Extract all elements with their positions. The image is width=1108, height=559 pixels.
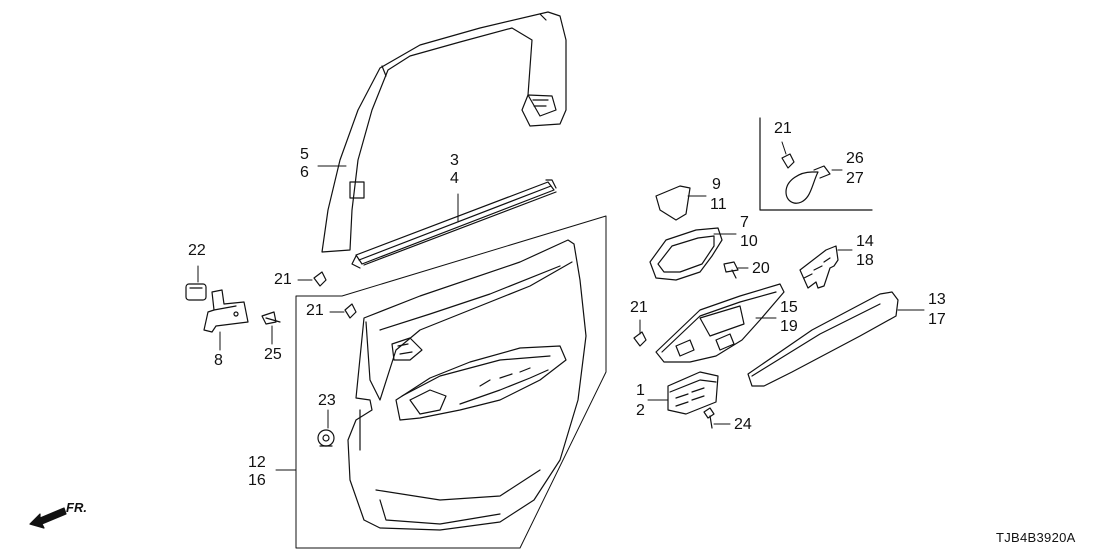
callout-18: 18 (856, 252, 874, 269)
part-15-19-switch-panel (656, 284, 784, 362)
callout-15: 15 (780, 299, 798, 316)
callout-13: 13 (928, 291, 946, 308)
callout-21-a: 21 (274, 271, 292, 288)
part-1-2-switch (668, 372, 718, 414)
callout-8: 8 (214, 352, 223, 369)
part-23-clip (318, 430, 334, 446)
callout-21-c: 21 (630, 299, 648, 316)
front-direction-label: FR. (66, 500, 87, 515)
part-26-27-harness (760, 118, 872, 210)
part-3-4-weatherstrip (352, 180, 556, 268)
callout-20: 20 (752, 260, 770, 277)
callout-23: 23 (318, 392, 336, 409)
part-21-clips (314, 154, 794, 346)
callout-1: 1 (636, 382, 645, 399)
callout-12: 12 (248, 454, 266, 471)
part-20-screw (724, 262, 738, 278)
part-8-bracket (204, 290, 248, 332)
callout-4: 4 (450, 170, 459, 187)
part-9-11-cap (656, 186, 690, 220)
part-5-6-sash-molding (322, 12, 566, 252)
part-13-17-armrest (748, 292, 898, 386)
part-22-cap (186, 284, 206, 300)
part-12-16-door-lining (348, 240, 586, 530)
callout-3: 3 (450, 152, 459, 169)
callout-24: 24 (734, 416, 752, 433)
callout-7: 7 (740, 214, 749, 231)
callout-22: 22 (188, 242, 206, 259)
callout-10: 10 (740, 233, 758, 250)
callout-14: 14 (856, 233, 874, 250)
callout-17: 17 (928, 311, 946, 328)
callout-16: 16 (248, 472, 266, 489)
callout-21-b: 21 (306, 302, 324, 319)
callout-11: 11 (710, 196, 727, 213)
callout-26: 26 (846, 150, 864, 167)
callout-25: 25 (264, 346, 282, 363)
part-25-screw (262, 312, 280, 324)
callout-2: 2 (636, 402, 645, 419)
callout-21-d: 21 (774, 120, 792, 137)
part-14-18-switch-bracket (800, 246, 838, 288)
front-direction-arrow-icon (30, 508, 66, 528)
callout-9: 9 (712, 176, 721, 193)
callout-19: 19 (780, 318, 798, 335)
callout-27: 27 (846, 170, 864, 187)
diagram-code: TJB4B3920A (996, 530, 1076, 545)
callout-5: 5 (300, 146, 309, 163)
leader-lines (198, 142, 924, 470)
part-24-screw (704, 408, 714, 428)
part-12-16-lining-box (296, 216, 606, 548)
part-7-10-garnish (650, 228, 722, 280)
callout-6: 6 (300, 164, 309, 181)
